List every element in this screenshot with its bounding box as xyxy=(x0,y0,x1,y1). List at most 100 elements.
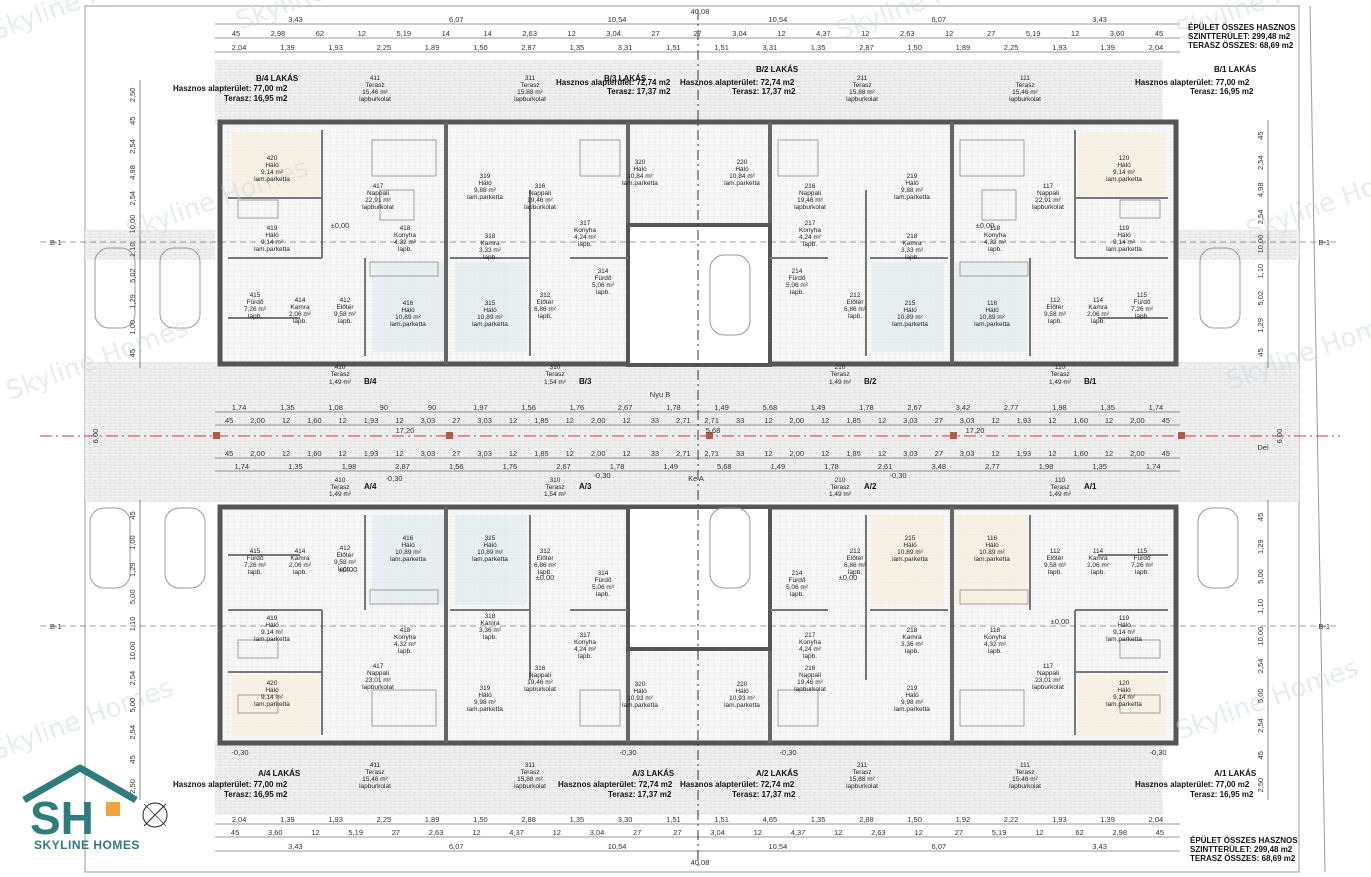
room-number: 414 xyxy=(295,548,306,555)
room-number: 216 xyxy=(805,183,816,190)
room-area: 9,14 m² xyxy=(261,239,284,246)
room-floor: lapburkolat xyxy=(1009,96,1041,103)
room-name: Nappali xyxy=(367,190,389,197)
room-floor: lapb. xyxy=(1091,569,1105,576)
dimension-mid-1: 1,78 xyxy=(666,403,681,412)
room-number: 219 xyxy=(907,685,918,692)
room-floor: lam.parketta xyxy=(472,556,508,563)
room-name: Háló xyxy=(483,307,497,314)
room-name: Előtér xyxy=(337,552,355,559)
room-name: Terasz xyxy=(330,371,349,378)
room-number: 320 xyxy=(635,159,646,166)
dimension-mid-2: 2,71 xyxy=(704,416,719,425)
room-name: Háló xyxy=(985,307,999,314)
svg-text:Hasznos alapterület: 72,74 m2: Hasznos alapterület: 72,74 m2 xyxy=(558,780,673,789)
room-floor: lapburkolat xyxy=(359,96,391,103)
room-floor: lam.parketta xyxy=(467,706,503,713)
room-name: Terasz xyxy=(520,82,539,89)
svg-text:TERASZ ÖSSZES: 68,69 m2: TERASZ ÖSSZES: 68,69 m2 xyxy=(1188,41,1294,50)
dimension-top-3: 1,89 xyxy=(425,43,440,52)
svg-text:Hasznos alapterület: 77,00 m2: Hasznos alapterület: 77,00 m2 xyxy=(173,84,288,93)
room-number: 419 xyxy=(267,225,278,232)
room-number: 418 xyxy=(400,225,411,232)
dimension-bottom-3: 3,43 xyxy=(1092,842,1107,851)
room-number: 111 xyxy=(1020,762,1030,769)
room-area: 10,89 m² xyxy=(897,314,923,321)
room-floor: lam.parketta xyxy=(622,180,658,187)
room-floor: lam.parketta xyxy=(1106,246,1142,253)
dimension-top-3: 1,51 xyxy=(714,43,729,52)
svg-text:B/2 LAKÁS: B/2 LAKÁS xyxy=(756,65,799,74)
dimension-bottom-2: 5,19 xyxy=(348,828,363,837)
dimension-top-2: 12 xyxy=(1071,29,1079,38)
dimension-mid-2: 2,00 xyxy=(250,416,265,425)
dimension-side: 2,50 xyxy=(1256,778,1265,793)
dimension-top-1: 6,07 xyxy=(449,15,464,24)
dimension-mid-4: 1,35 xyxy=(288,462,303,471)
room-area: 3,33 m² xyxy=(901,247,924,254)
room-floor: lapb. xyxy=(803,241,817,248)
svg-text:B/3 LAKÁS: B/3 LAKÁS xyxy=(604,74,647,83)
room-floor: lam.parketta xyxy=(472,321,508,328)
room-area: 9,58 m² xyxy=(1044,562,1067,569)
dimension-mid-4: 1,56 xyxy=(449,462,464,471)
dimension-bottom-1: 2,22 xyxy=(1004,815,1019,824)
room-number: 318 xyxy=(485,233,496,240)
room-floor: lapb. xyxy=(848,313,862,320)
room-floor: lapburkolat xyxy=(846,783,878,790)
room-number: 315 xyxy=(485,535,496,542)
dimension-bottom-2: 3,60 xyxy=(268,828,283,837)
room-area: 10,89 m² xyxy=(477,549,503,556)
room-number: 415 xyxy=(250,292,261,299)
dimension-mid-2: 1,85 xyxy=(846,416,861,425)
dimension-mid-2: 1,85 xyxy=(534,416,549,425)
dimension-bottom-2: 45 xyxy=(231,828,239,837)
room-area: 15,46 m² xyxy=(1012,776,1038,783)
axis-tag: 6,00 xyxy=(1275,429,1284,444)
dimension-bottom-2: 12 xyxy=(553,828,561,837)
room-name: Terasz xyxy=(330,484,349,491)
room-number: 311 xyxy=(525,762,536,769)
room-number: 116 xyxy=(987,535,998,542)
level-mark: -0,30 xyxy=(593,471,610,480)
dimension-top-2: 27 xyxy=(987,29,995,38)
svg-text:A/3 LAKÁS: A/3 LAKÁS xyxy=(632,769,675,778)
room-name: Háló xyxy=(905,692,919,699)
dimension-mid-1: 1,35 xyxy=(280,403,295,412)
room-floor: lapb. xyxy=(483,254,497,261)
dimension-top-1: 10,54 xyxy=(608,15,627,24)
dimension-mid-4: 1,74 xyxy=(234,462,249,471)
room-floor: lapb. xyxy=(398,246,412,253)
room-area: 2,06 m² xyxy=(1087,562,1110,569)
room-name: Előtér xyxy=(847,299,865,306)
room-number: 212 xyxy=(850,548,861,555)
room-floor: lapb. xyxy=(338,318,352,325)
room-floor: lapb. xyxy=(905,254,919,261)
dimension-top-3: 1,93 xyxy=(328,43,343,52)
dimension-mid-3: 12 xyxy=(509,449,517,458)
room-area: 10,89 m² xyxy=(979,549,1005,556)
dimension-mid-3: 2,00 xyxy=(250,449,265,458)
dimension-side: 1,29 xyxy=(1256,318,1265,333)
room-area: 9,88 m² xyxy=(901,187,924,194)
dimension-mid-1: 1,56 xyxy=(521,403,536,412)
room-number: 118 xyxy=(990,627,1001,634)
dimension-mid-2: 12 xyxy=(566,416,574,425)
room-floor: lam.parketta xyxy=(1106,701,1142,708)
room-number: 319 xyxy=(480,685,491,692)
dimension-mid-3: 2,71 xyxy=(676,449,691,458)
room-number: 419 xyxy=(267,615,278,622)
room-number: 119 xyxy=(1119,225,1130,232)
